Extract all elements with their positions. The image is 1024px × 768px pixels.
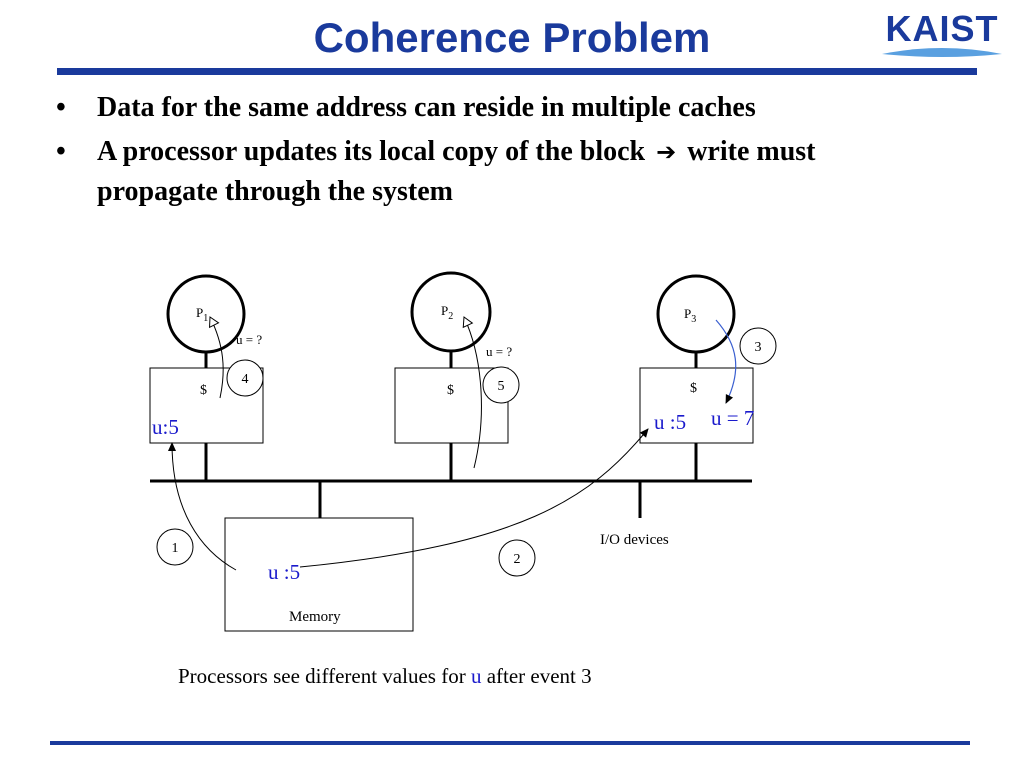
logo-swoosh-icon: [882, 48, 1002, 57]
cache-p3-value: u :5: [654, 410, 686, 434]
event-badge-5: 5: [482, 366, 520, 404]
bullet-dot-icon: •: [56, 92, 66, 123]
caption-highlight: u: [470, 664, 482, 688]
processor-p2: [410, 271, 492, 353]
p2-query: u = ?: [486, 344, 512, 359]
event-badge-4-label: 4: [242, 372, 249, 387]
bullet-item: • A processor updates its local copy of …: [56, 132, 936, 212]
p1-query: u = ?: [236, 332, 262, 347]
bullet-item: • Data for the same address can reside i…: [56, 88, 936, 128]
diagram-caption: Processors see different values for u af…: [178, 664, 592, 689]
event-3-arrow: [715, 319, 737, 404]
p3-write-value: u = 7: [711, 406, 754, 430]
bullet-dot-icon: •: [56, 136, 66, 167]
cache-p1-value: u:5: [152, 415, 179, 439]
cache-p3-symbol: $: [690, 381, 697, 396]
logo-text: KAIST: [885, 8, 999, 49]
event-2-arrow: [299, 428, 649, 568]
bullet-text-before: A processor updates its local copy of th…: [97, 136, 646, 167]
memory-label: Memory: [289, 609, 341, 625]
event-badge-1: 1: [156, 528, 194, 566]
right-arrow-icon: ➔: [656, 138, 677, 166]
event-badge-5-label: 5: [498, 379, 505, 394]
event-badge-2: 2: [498, 539, 536, 577]
cache-p2-symbol: $: [447, 383, 454, 398]
slide-title: Coherence Problem: [313, 14, 711, 61]
kaist-logo: KAIST: [876, 8, 1008, 58]
p1-label: P1: [196, 305, 208, 324]
processor-p3: [656, 274, 736, 354]
footer-rule: [50, 741, 970, 745]
bullet-text-after: write must propagate through the system: [97, 136, 816, 207]
bullet-list: • Data for the same address can reside i…: [56, 88, 936, 216]
event-badge-2-label: 2: [514, 552, 521, 567]
memory-box: [224, 517, 414, 632]
event-1-arrow: [168, 442, 237, 571]
event-badge-3-label: 3: [755, 340, 762, 355]
io-devices-label: I/O devices: [600, 532, 669, 548]
event-badge-4: 4: [226, 359, 264, 397]
event-badge-3: 3: [739, 327, 777, 365]
bullet-text: Data for the same address can reside in …: [97, 92, 756, 123]
event-badge-1-label: 1: [172, 541, 179, 556]
event-4-arrow: [209, 316, 224, 399]
p3-label: P3: [684, 306, 696, 325]
title-underline: [57, 68, 977, 75]
cache-p1-symbol: $: [200, 383, 207, 398]
processor-p1: [166, 274, 246, 354]
memory-value: u :5: [268, 560, 300, 584]
caption-after: after event 3: [481, 664, 592, 688]
caption-before: Processors see different values for: [178, 664, 471, 688]
p2-label: P2: [441, 303, 453, 322]
event-5-arrow: [462, 316, 482, 469]
